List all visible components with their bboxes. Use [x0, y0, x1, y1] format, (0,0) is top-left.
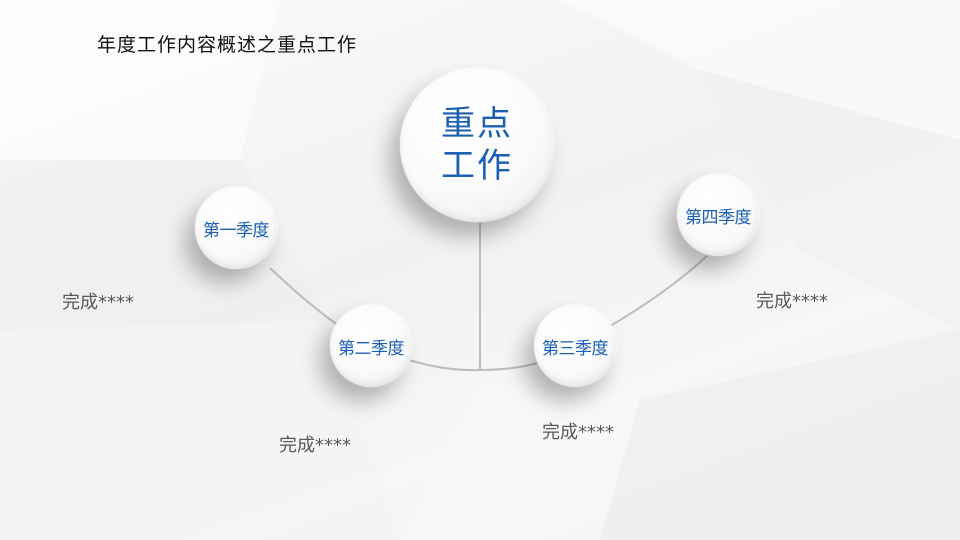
q2-note: 完成****	[279, 435, 351, 456]
node-q2[interactable]: 第二季度	[330, 305, 412, 387]
node-q4-label: 第四季度	[685, 207, 752, 228]
node-q1[interactable]: 第一季度	[195, 187, 277, 269]
page-title: 年度工作内容概述之重点工作	[97, 34, 358, 56]
node-q4[interactable]: 第四季度	[677, 174, 759, 256]
q4-note: 完成****	[756, 291, 828, 312]
center-node-line1: 重点	[441, 104, 513, 144]
center-node-key-work[interactable]: 重点 工作	[400, 68, 554, 222]
center-node-line2: 工作	[441, 146, 513, 186]
q1-note: 完成****	[62, 292, 134, 313]
q3-note: 完成****	[542, 422, 614, 443]
node-q1-label: 第一季度	[203, 220, 270, 241]
node-q3-label: 第三季度	[542, 338, 609, 359]
node-q3[interactable]: 第三季度	[534, 305, 616, 387]
node-q2-label: 第二季度	[338, 338, 405, 359]
